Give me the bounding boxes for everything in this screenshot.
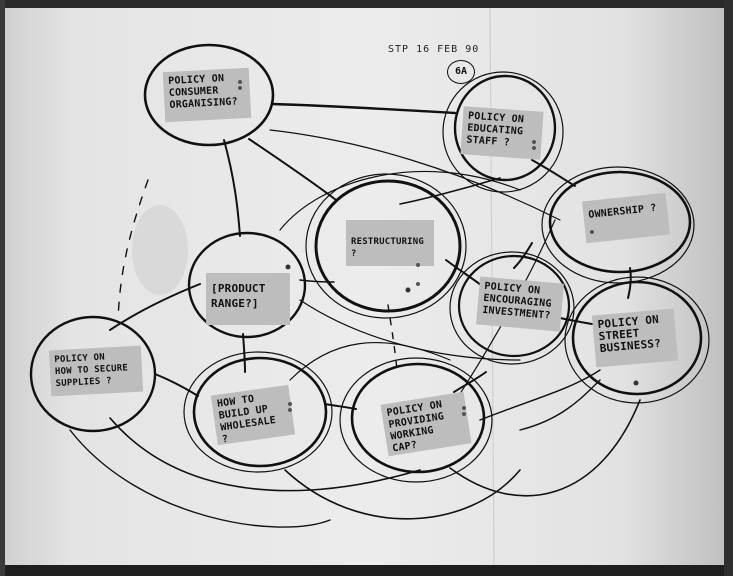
magnet-dots bbox=[288, 402, 293, 414]
note-secure-supplies: POLICY ON HOW TO SECURE SUPPLIES ? bbox=[48, 345, 144, 397]
note-restructuring: RESTRUCTURING ? bbox=[346, 220, 434, 266]
note-consumer-organising: POLICY ON CONSUMER ORGANISING? bbox=[162, 67, 252, 123]
session-date: STP 16 FEB 90 bbox=[388, 44, 480, 55]
magnet-dots bbox=[238, 80, 243, 92]
note-street-business: POLICY ON STREET BUSINESS? bbox=[591, 308, 679, 368]
magnet-dots bbox=[462, 406, 467, 418]
magnet-dots bbox=[590, 230, 595, 236]
note-product-range: [PRODUCT RANGE?] bbox=[206, 273, 290, 325]
magnet-dots bbox=[532, 140, 537, 152]
magnet-dots bbox=[416, 254, 421, 292]
note-ownership: OWNERSHIP ? bbox=[582, 192, 670, 244]
note-encouraging-investment: POLICY ON ENCOURAGING INVESTMENT? bbox=[476, 276, 564, 332]
session-number-badge: 6A bbox=[447, 60, 475, 84]
